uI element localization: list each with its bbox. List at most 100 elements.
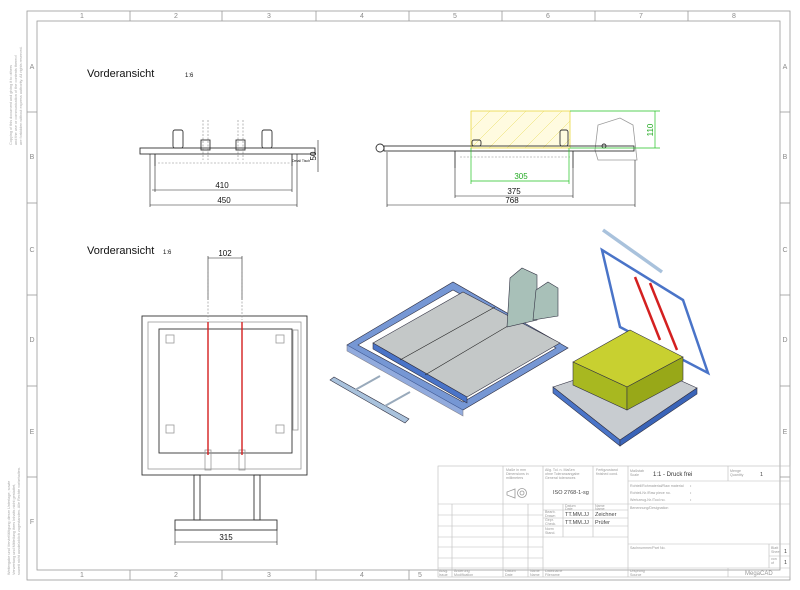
grid-row-a-right: A: [783, 64, 788, 71]
dim-410: 410: [215, 181, 229, 190]
dim-110: 110: [646, 123, 655, 136]
grid-row-e-right: E: [783, 429, 788, 436]
grid-col-2: 2: [174, 13, 178, 20]
svg-text:soweit nicht ausdrücklich zuge: soweit nicht ausdrücklich zugestanden. A…: [17, 467, 21, 575]
dim-50: 50: [309, 151, 318, 160]
grid-col-2-bottom: 2: [174, 572, 178, 579]
modification-label: Änderung: [454, 569, 470, 573]
bullet-1: •: [690, 484, 692, 488]
copyright-note-en: Copying of this document and giving it t…: [9, 47, 23, 146]
grid-dividers: [27, 11, 790, 580]
grid-row-c-right: C: [782, 247, 787, 254]
scale-label-2: Scale: [630, 473, 639, 477]
dim-450: 450: [217, 196, 231, 205]
grid-col-5: 5: [453, 13, 457, 20]
drawn-label-2: Drawn: [545, 514, 555, 518]
detail-note: Detail Tisch: [292, 159, 310, 163]
checked-name: Prüfer: [595, 520, 610, 526]
rev-name-label: Name: [530, 569, 540, 573]
grid-col-3: 3: [267, 13, 271, 20]
grid-col-7: 7: [639, 13, 643, 20]
finish-label-2: finished cond.: [596, 472, 618, 476]
units-label-3: millimeters: [506, 476, 523, 480]
svg-text:Copying of this document and g: Copying of this document and giving it t…: [9, 65, 13, 145]
grid-row-e: E: [30, 429, 35, 436]
svg-text:Weitergabe und Vervielfältigun: Weitergabe und Vervielfältigung dieser U…: [7, 481, 11, 575]
of-value: 1: [784, 560, 787, 566]
material-label: Rohteil/Rohmaterial/Raw material: [630, 484, 684, 488]
checked-date: TT.MM.JJ: [565, 520, 589, 526]
grid-col-6: 6: [546, 13, 550, 20]
front-view-bottom: Vorderansicht 1:6 102 315: [87, 245, 308, 545]
dim-375: 375: [507, 187, 521, 196]
finish-label: Fertigzustand: [596, 468, 618, 472]
svg-text:and the use or communication o: and the use or communication of the cont…: [14, 54, 18, 145]
issue-label-2: Issue: [439, 573, 448, 577]
grid-row-d-right: D: [782, 337, 787, 344]
checked-label-2: Check.: [545, 522, 556, 526]
rev-date-label: Datum: [505, 569, 516, 573]
of-label-2: of: [771, 561, 774, 565]
dim-315: 315: [219, 533, 233, 542]
view-scale: 1:6: [185, 73, 194, 79]
origin-label: Ursprung: [630, 569, 645, 573]
quantity-label: Menge: [730, 469, 741, 473]
modification-label-2: Modification: [454, 573, 473, 577]
grid-col-5-bottom: 5: [418, 572, 422, 579]
bullet-3: •: [690, 498, 692, 502]
sheet-label-2: Sheet: [771, 550, 780, 554]
tolerance-label-2: ohne Toleranzangabe: [545, 472, 580, 476]
origin-label-2: Source: [630, 573, 641, 577]
copyright-note-de: Weitergabe und Vervielfältigung dieser U…: [7, 467, 21, 575]
grid-row-c: C: [29, 247, 34, 254]
scale-label: Maßstab: [630, 469, 644, 473]
svg-text:are forbidden without express: are forbidden without express authority.…: [19, 47, 23, 146]
svg-text:Verwertung und Mitteilung ihre: Verwertung und Mitteilung ihres Inhalts …: [12, 484, 16, 575]
sheet-value: 1: [784, 549, 787, 555]
grid-row-f: F: [30, 519, 34, 526]
units-label-2: Dimensions in: [506, 472, 529, 476]
grid-col-4-bottom: 4: [360, 572, 364, 579]
drawn-label: Bearb.: [545, 510, 556, 514]
outer-border: [26, 10, 791, 581]
drawn-name: Zeichner: [595, 512, 617, 518]
of-label: von: [771, 557, 777, 561]
filename-label: Dateiname: [545, 569, 562, 573]
isometric-view-closed: [552, 228, 711, 447]
part-number-label: Sachnummer/Part No.: [630, 546, 666, 550]
grid-col-3-bottom: 3: [267, 572, 271, 579]
side-view: 110 305 375 768: [375, 110, 660, 207]
rev-date-label-2: Date: [505, 573, 513, 577]
grid-col-1-bottom: 1: [80, 572, 84, 579]
inner-border: [36, 20, 781, 571]
norm-label: Norm: [545, 527, 554, 531]
grid-col-1: 1: [80, 13, 84, 20]
date-label-2: Date: [565, 507, 573, 511]
dim-768: 768: [505, 196, 519, 205]
rev-name-label-2: Name: [530, 573, 540, 577]
view-title-2: Vorderansicht: [87, 245, 154, 257]
grid-row-a: A: [30, 64, 35, 71]
tolerance-label-3: General tolerances: [545, 476, 576, 480]
column-labels-top: 1 2 3 4 5 6 7 8: [80, 13, 736, 20]
row-labels: A B C D E F A B C D E: [29, 64, 787, 526]
drawn-date: TT.MM.JJ: [565, 512, 589, 518]
raw-piece-label: Rohteil-Nr./Raw piece no.: [630, 491, 671, 495]
name-label: Name: [595, 504, 605, 508]
quantity-value: 1: [760, 472, 763, 478]
date-label: Datum: [565, 504, 576, 508]
projection-symbol-icon: [506, 488, 527, 499]
grid-col-4: 4: [360, 13, 364, 20]
block-hatch: [470, 110, 571, 149]
tool-label: Werkzeug-Nr./Tool no.: [630, 498, 666, 502]
units-label: Maße in mm: [506, 468, 526, 472]
tolerance-value: ISO 2768-1-sg: [553, 490, 589, 496]
norm-label-2: Stand.: [545, 531, 555, 535]
tolerance-label: Allg. Tol. n. Maßen: [545, 468, 575, 472]
issue-label: Ausg.: [439, 569, 448, 573]
checked-label: Gepr.: [545, 518, 554, 522]
bullet-2: •: [690, 491, 692, 495]
column-labels-bottom: 1 2 3 4 5: [80, 572, 422, 579]
grid-row-b-right: B: [783, 154, 788, 161]
sheet-label: Blatt: [771, 546, 778, 550]
